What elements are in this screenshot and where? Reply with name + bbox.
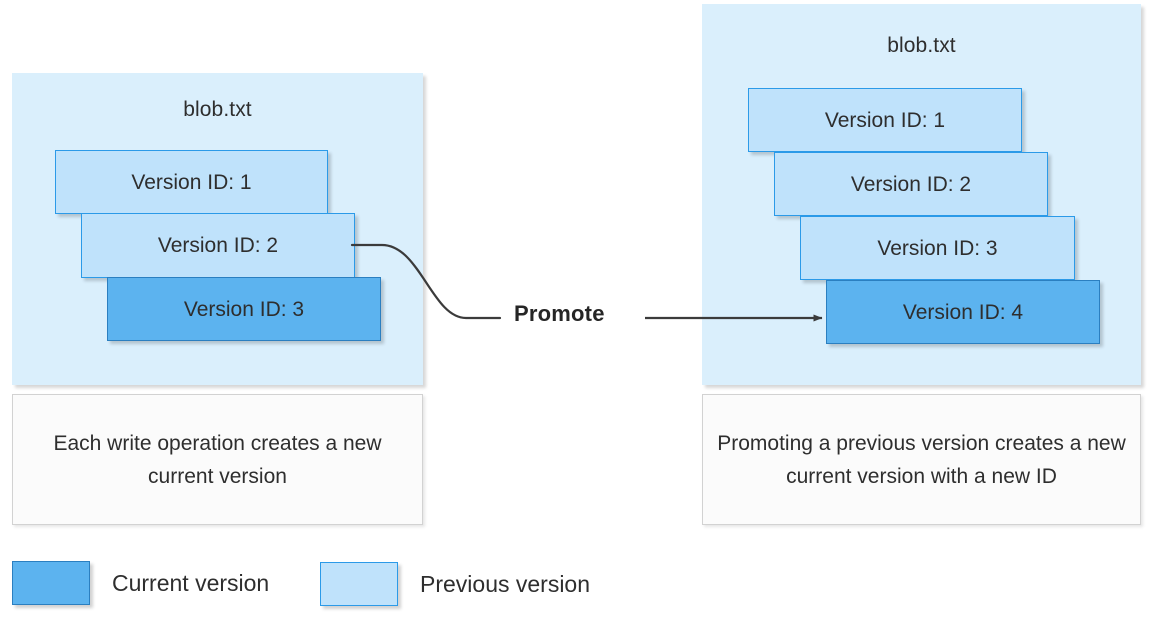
right-version-label-2: Version ID: 2: [850, 172, 972, 196]
left-blob-title: blob.txt: [183, 98, 252, 121]
left-blob-panel: blob.txt Version ID: 1 Version ID: 2 Ver…: [12, 73, 423, 385]
left-version-card-3[interactable]: Version ID: 3: [107, 277, 381, 341]
left-caption-text: Each write operation creates a new curre…: [53, 431, 382, 488]
right-version-card-2[interactable]: Version ID: 2: [774, 152, 1048, 216]
right-blob-title: blob.txt: [887, 34, 956, 57]
left-version-label-3: Version ID: 3: [183, 297, 305, 321]
left-version-card-2[interactable]: Version ID: 2: [81, 213, 355, 278]
right-version-card-1[interactable]: Version ID: 1: [748, 88, 1022, 152]
legend-item-previous-version: Previous version: [320, 562, 590, 606]
legend-swatch-current-icon: [12, 561, 90, 605]
promote-label: Promote: [514, 301, 605, 326]
left-version-card-1[interactable]: Version ID: 1: [55, 150, 328, 214]
legend-swatch-previous-icon: [320, 562, 398, 606]
right-version-card-4[interactable]: Version ID: 4: [826, 280, 1100, 344]
left-caption-box: Each write operation creates a new curre…: [12, 394, 423, 525]
right-caption-text: Promoting a previous version creates a n…: [717, 431, 1126, 488]
left-version-label-2: Version ID: 2: [157, 234, 279, 257]
right-blob-panel: blob.txt Version ID: 1 Version ID: 2 Ver…: [702, 4, 1141, 385]
right-version-label-3: Version ID: 3: [877, 236, 998, 260]
legend-label-current: Current version: [112, 569, 270, 596]
right-version-label-1: Version ID: 1: [824, 108, 946, 132]
legend: Current version Previous version: [0, 555, 700, 615]
right-version-card-3[interactable]: Version ID: 3: [800, 216, 1075, 280]
right-version-label-4: Version ID: 4: [902, 300, 1024, 324]
left-version-label-1: Version ID: 1: [131, 170, 252, 194]
legend-label-previous: Previous version: [420, 570, 591, 597]
legend-item-current-version: Current version: [12, 561, 269, 605]
right-caption-box: Promoting a previous version creates a n…: [702, 394, 1141, 525]
